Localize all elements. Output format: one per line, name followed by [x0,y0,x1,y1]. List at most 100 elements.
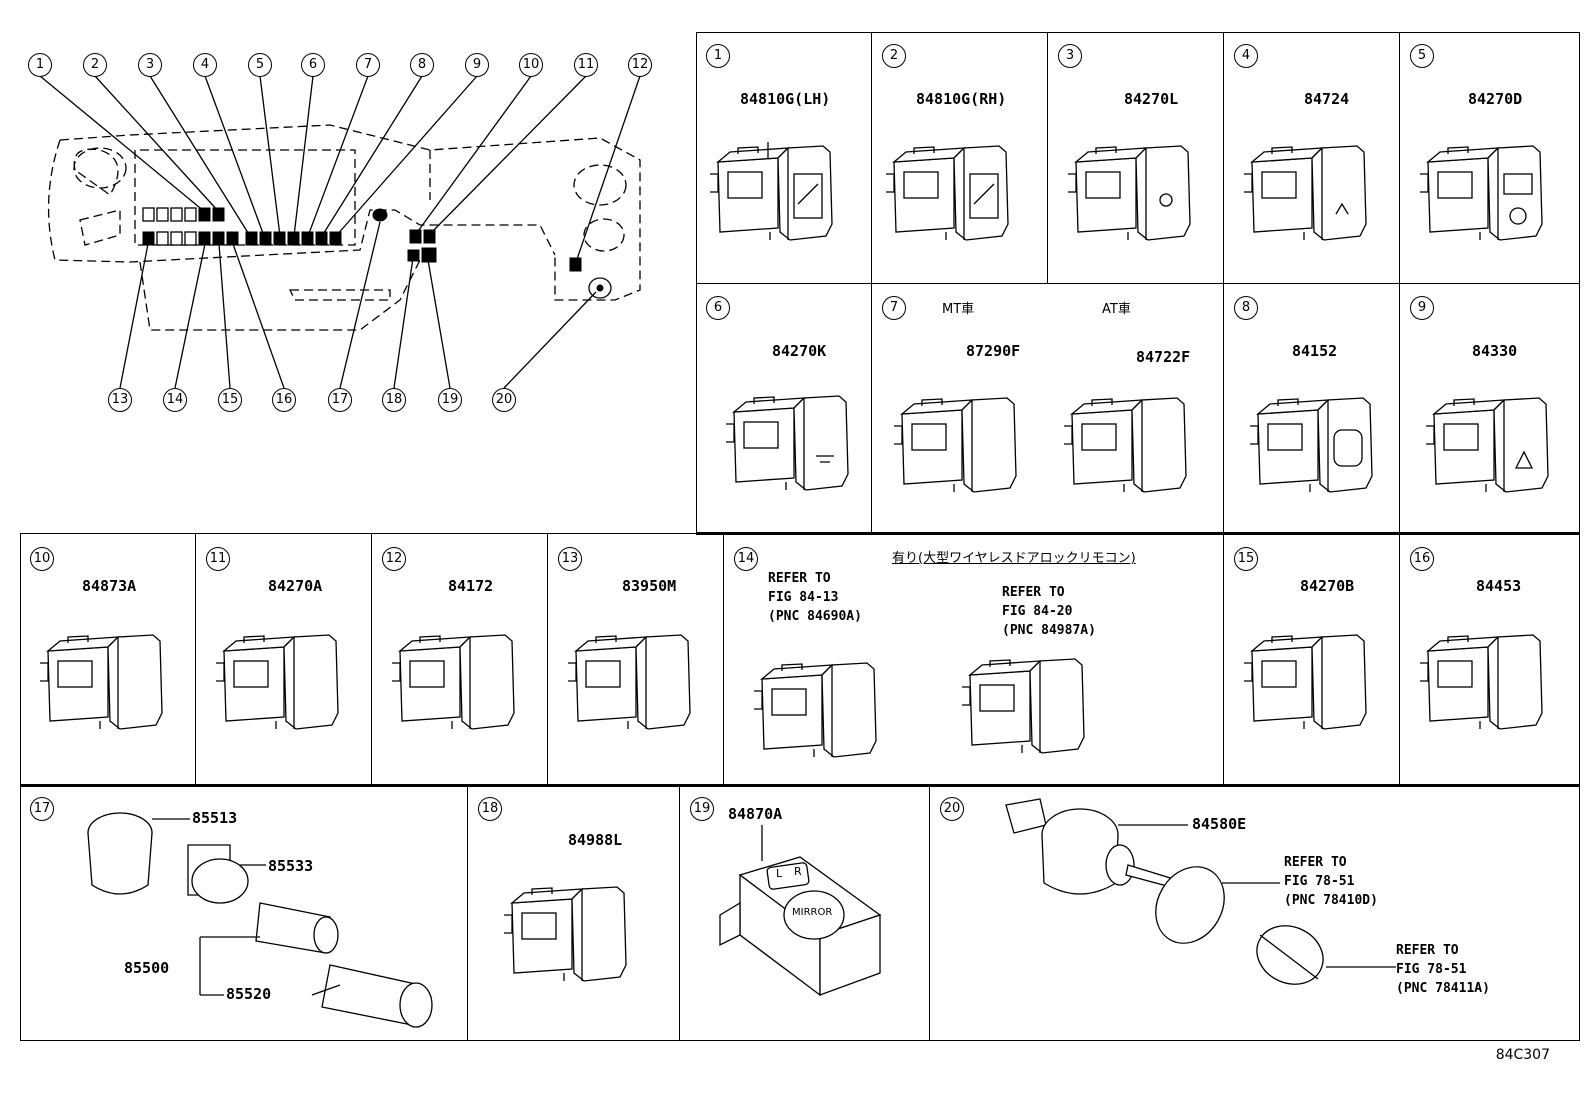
part-number-85533: 85533 [268,857,314,875]
panel-1: 1 84810G(LH) [696,32,872,284]
callout-1: 1 [28,53,52,77]
panel-number-10: 10 [30,547,54,571]
switch-drawing [753,662,877,758]
callout-12: 12 [628,53,652,77]
switch-drawing [215,634,339,730]
ref-line: FIG 84-20 [1002,604,1073,619]
part-number: 84724 [1304,90,1350,108]
panel-18: 18 84988L [468,785,680,1041]
panel-number-7: 7 [882,296,906,320]
switch-drawing [503,886,627,982]
switch-drawing [1243,145,1367,241]
condition-header: 有り(大型ワイヤレスドアロックリモコン) [892,551,1136,566]
reference-note-2: REFER TO FIG 78-51 (PNC 78411A) [1396,941,1490,998]
panel-number-9: 9 [1410,296,1434,320]
figure-code: 84C307 [1495,1047,1550,1063]
mirror-switch-label: MIRROR [792,907,833,918]
mirror-switch-r-label: R [794,865,802,878]
panel-number-8: 8 [1234,296,1258,320]
panel-number-16: 16 [1410,547,1434,571]
part-number: 84810G(RH) [916,90,1007,108]
switch-drawing [1243,634,1367,730]
panel-number-11: 11 [206,547,230,571]
callout-7: 7 [356,53,380,77]
cigarette-lighter-drawing [87,812,433,1028]
switch-drawing [961,658,1085,754]
panel-number-1: 1 [706,44,730,68]
part-number-85513: 85513 [192,809,238,827]
panel-number-3: 3 [1058,44,1082,68]
ref-line: FIG 78-51 [1284,874,1355,889]
panel-8: 8 84152 [1224,284,1400,533]
callout-13: 13 [108,388,132,412]
panel-number-18: 18 [478,797,502,821]
panel-2: 2 84810G(RH) [872,32,1048,284]
panel-number-6: 6 [706,296,730,320]
panel-17: 17 85513 85533 85500 85520 [20,785,468,1041]
part-number: 84270D [1468,90,1523,108]
dashboard-outline [39,75,641,389]
part-number: 84270K [772,342,827,360]
part-number: 84152 [1292,342,1338,360]
panel-11: 11 84270A [196,533,372,785]
panel-number-20: 20 [940,797,964,821]
reference-note-2: REFER TO FIG 84-20 (PNC 84987A) [1002,583,1096,640]
switch-drawing [391,634,515,730]
ref-line: (PNC 84987A) [1002,623,1096,638]
switch-drawing [1419,634,1543,730]
panel-14: 14 有り(大型ワイヤレスドアロックリモコン) REFER TO FIG 84-… [724,533,1224,785]
ref-line: (PNC 84690A) [768,609,862,624]
part-number-at: 84722F [1136,348,1191,366]
panel-4: 4 84724 [1224,32,1400,284]
reference-note-1: REFER TO FIG 84-13 (PNC 84690A) [768,569,862,626]
part-number: 84988L [568,831,623,849]
ref-line: REFER TO [1396,943,1459,958]
panel-number-2: 2 [882,44,906,68]
ref-line: REFER TO [1002,585,1065,600]
mt-switch-drawing [893,397,1017,493]
panel-number-4: 4 [1234,44,1258,68]
part-number: 84873A [82,577,137,595]
panel-number-5: 5 [1410,44,1434,68]
reference-note-1: REFER TO FIG 78-51 (PNC 78410D) [1284,853,1378,910]
part-number: 84580E [1192,815,1247,833]
at-label: AT車 [1102,302,1131,317]
callout-11: 11 [574,53,598,77]
hazard-switch-drawing [1425,397,1549,493]
callout-6: 6 [301,53,325,77]
mt-label: MT車 [942,302,975,317]
callout-14: 14 [163,388,187,412]
panel-number-13: 13 [558,547,582,571]
part-number: 84172 [448,577,494,595]
at-switch-drawing [1063,397,1187,493]
callout-9: 9 [465,53,489,77]
panel-number-17: 17 [30,797,54,821]
part-number: 84330 [1472,342,1518,360]
dashboard-overview: 1 2 3 4 5 6 7 8 9 10 11 12 13 14 15 16 1… [0,0,680,420]
ref-line: FIG 84-13 [768,590,839,605]
panel-number-12: 12 [382,547,406,571]
callout-17: 17 [328,388,352,412]
mirror-heater-switch-drawing [709,142,833,241]
panel-number-19: 19 [690,797,714,821]
ref-line: (PNC 78411A) [1396,981,1490,996]
callout-19: 19 [438,388,462,412]
rheostat-knob-drawing [1005,798,1396,985]
part-number: 84810G(LH) [740,90,831,108]
panel-number-15: 15 [1234,547,1258,571]
callout-8: 8 [410,53,434,77]
switch-drawing [39,634,163,730]
ref-line: REFER TO [768,571,831,586]
switch-drawing [1249,397,1373,493]
panel-10: 10 84873A [20,533,196,785]
panel-7: 7 MT車 AT車 87290F 84722F [872,284,1224,533]
callout-3: 3 [138,53,162,77]
ref-line: FIG 78-51 [1396,962,1467,977]
mirror-heater-switch-drawing [885,145,1009,241]
mirror-switch-l-label: L [776,867,783,880]
switch-drawing [725,395,849,491]
switch-drawing [567,634,691,730]
panel-19: 19 84870A L R MIRROR [680,785,930,1041]
callout-18: 18 [382,388,406,412]
panel-12: 12 84172 [372,533,548,785]
